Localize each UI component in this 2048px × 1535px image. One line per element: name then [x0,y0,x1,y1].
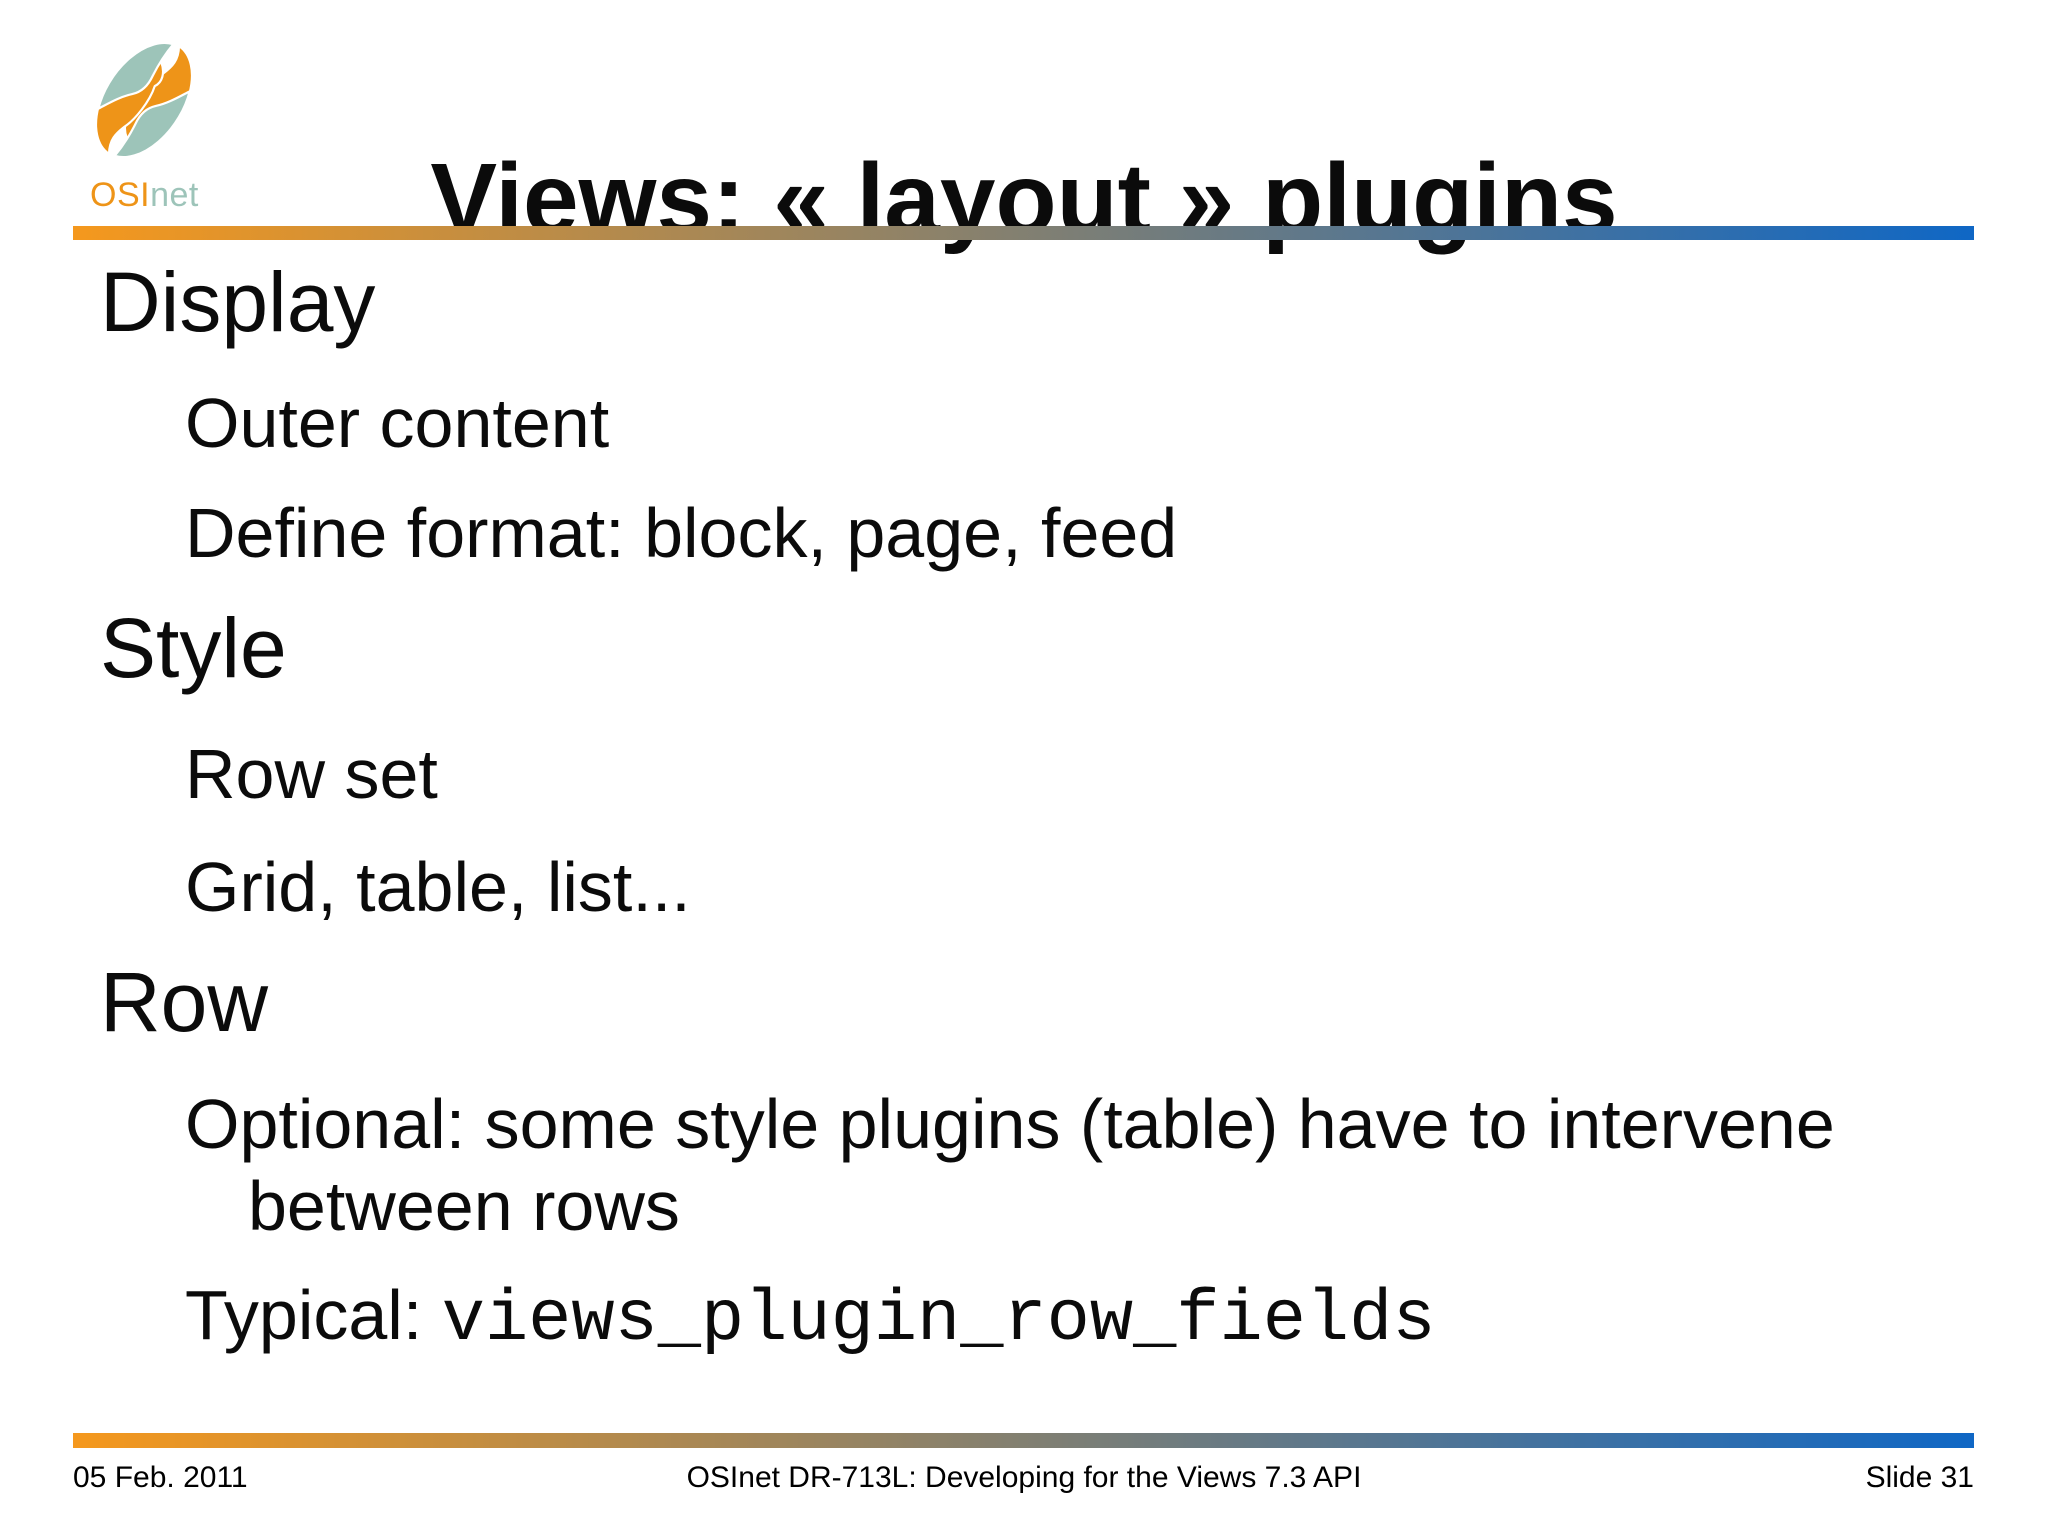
outline-item-grid-table-list: Grid, table, list... [185,848,691,926]
typical-code-identifier: views_plugin_row_fields [441,1279,1436,1361]
header-separator-rule [73,226,1974,240]
svg-text:OSInet: OSInet [90,176,199,213]
outline-heading-display: Display [100,255,376,349]
footer-separator-rule [73,1433,1974,1448]
footer-slide-number: Slide 31 [1865,1461,1974,1494]
outline-heading-style: Style [100,601,287,695]
outline-item-typical: Typical: views_plugin_row_fields [185,1280,1436,1356]
typical-label: Typical: [185,1276,442,1354]
outline-heading-row: Row [100,955,269,1049]
outline-item-outer-content: Outer content [185,384,610,462]
logo-teal-crescent [97,41,175,110]
logo-text-osi: OSI [90,176,150,213]
footer-course-title: OSInet DR-713L: Developing for the Views… [686,1461,1362,1494]
outline-item-optional: Optional: some style plugins (table) hav… [185,1085,1835,1245]
osinet-logo: OSInet [76,40,199,213]
footer-date: 05 Feb. 2011 [73,1461,248,1494]
outline-item-define-format: Define format: block, page, feed [185,494,1178,572]
logo-text-net: net [150,176,199,213]
outline-item-row-set: Row set [185,735,438,813]
